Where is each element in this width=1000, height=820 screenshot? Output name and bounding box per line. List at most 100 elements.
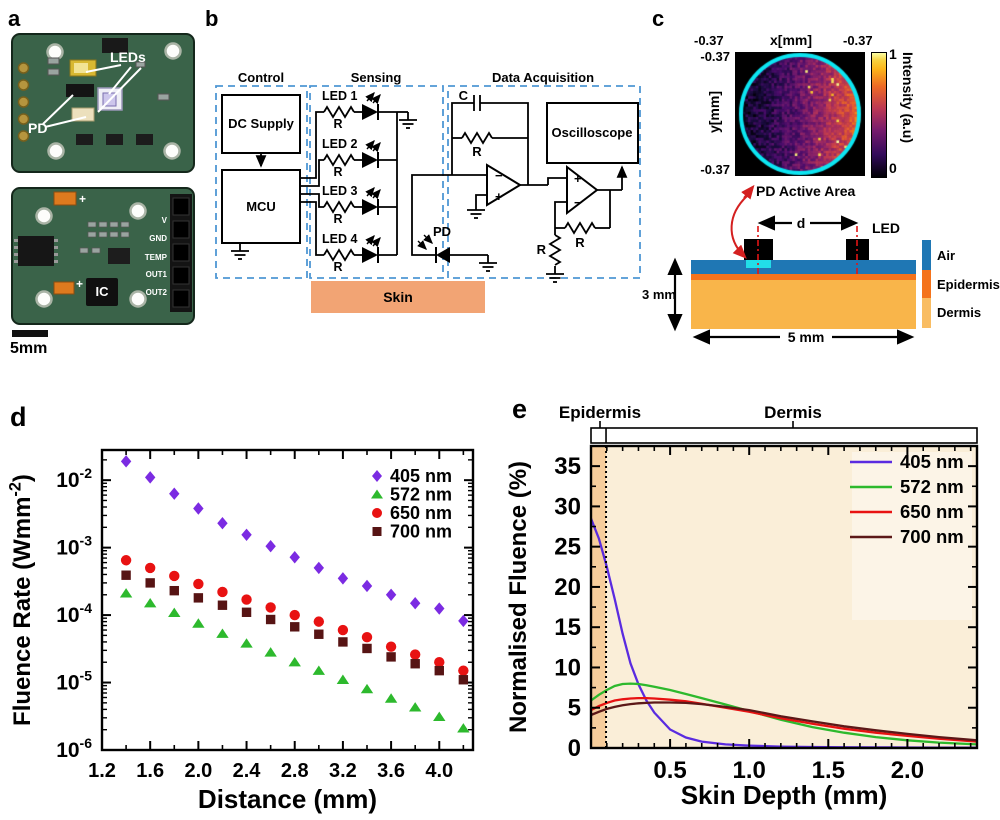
mounting-hole [131, 292, 146, 307]
svg-text:35: 35 [554, 453, 581, 480]
mounting-hole [131, 204, 146, 219]
svg-text:e: e [512, 394, 527, 424]
epidermis-legend-swatch [922, 270, 931, 298]
photodiode-chip [66, 84, 94, 97]
ground-icon [546, 266, 564, 282]
mounting-hole [165, 144, 180, 159]
svg-text:Epidermis: Epidermis [559, 403, 641, 422]
dermis-legend-swatch [922, 298, 931, 328]
passive [48, 69, 59, 75]
mounting-hole [37, 209, 52, 224]
svg-text:650 nm: 650 nm [390, 503, 452, 523]
opamp1 [487, 165, 520, 205]
colorbar-max: 1 [889, 46, 897, 62]
svg-text:0: 0 [568, 735, 581, 762]
epidermis-legend-label: Epidermis [937, 277, 1000, 292]
transistor [76, 134, 93, 145]
colorbar [871, 52, 887, 178]
heatmap-yaxis-label: y[mm] [706, 85, 722, 139]
svg-text:2.8: 2.8 [281, 760, 309, 782]
r-label: R [537, 242, 547, 257]
svg-text:Normalised Fluence (%): Normalised Fluence (%) [505, 461, 532, 733]
led4-label: LED 4 [322, 232, 357, 246]
resistor [565, 223, 595, 233]
capacitor [54, 282, 74, 294]
soic-chip [18, 236, 54, 266]
svg-text:3.2: 3.2 [329, 760, 357, 782]
fluence-rate-chart: 1.21.62.02.42.83.23.64.010-210-310-410-5… [0, 398, 500, 820]
heatmap-ytick-top: -0.37 [684, 49, 730, 64]
panel-label-b: b [205, 6, 218, 32]
svg-text:15: 15 [554, 614, 581, 641]
heatmap-xtick-right: -0.37 [843, 33, 873, 48]
opamp2-plus: + [574, 171, 582, 186]
svg-text:Fluence Rate (Wmm-2): Fluence Rate (Wmm-2) [6, 474, 36, 726]
opamp2-minus: − [574, 195, 582, 210]
connector-slots [173, 198, 189, 307]
height-label: 3 mm [642, 287, 676, 302]
panel-label-c: c [652, 6, 664, 32]
svg-text:5: 5 [568, 695, 581, 722]
r-label: R [333, 260, 342, 274]
dermis-legend-label: Dermis [937, 305, 981, 320]
pd-label: PD [28, 120, 47, 136]
plus-mark: + [79, 192, 86, 206]
sensing-section-box [310, 86, 443, 278]
air-legend-label: Air [937, 248, 955, 263]
svg-text:OUT2: OUT2 [146, 288, 168, 297]
r-label: R [333, 165, 342, 179]
svg-text:Dermis: Dermis [764, 403, 822, 422]
air-legend-swatch [922, 240, 931, 270]
svg-text:1.6: 1.6 [136, 760, 164, 782]
svg-text:TEMP: TEMP [145, 253, 168, 262]
pcb-photo-bottom: + + IC V GND TEMP OUT1 [10, 186, 196, 326]
svg-text:V: V [162, 216, 168, 225]
svg-text:10: 10 [554, 654, 581, 681]
svg-text:405 nm: 405 nm [900, 451, 964, 472]
svg-text:572 nm: 572 nm [900, 476, 964, 497]
opamp1-minus: − [495, 168, 503, 183]
svg-text:10-3: 10-3 [56, 533, 92, 560]
svg-text:10-4: 10-4 [56, 600, 92, 627]
skin-model-diagram: d LED 3 mm 5 mm Air Epidermis Dermis [640, 200, 1000, 355]
ground-icon [399, 112, 417, 128]
colorbar-label: Intensity (a.u) [900, 52, 916, 176]
c-label: C [459, 88, 469, 103]
resistor [462, 133, 492, 143]
mounting-hole [49, 144, 64, 159]
leds-label: LEDs [110, 49, 146, 65]
svg-text:650 nm: 650 nm [900, 501, 964, 522]
oscilloscope-label: Oscilloscope [552, 125, 633, 140]
svg-text:10-6: 10-6 [56, 735, 92, 762]
svg-text:2.4: 2.4 [233, 760, 262, 782]
resistor [550, 235, 560, 265]
pcb-photo-top: LEDs PD [10, 32, 196, 174]
svg-text:4.0: 4.0 [425, 760, 453, 782]
scale-bar [12, 330, 48, 337]
mounting-hole [48, 45, 63, 60]
ground-icon [479, 255, 497, 271]
pd-active-area-label: PD Active Area [756, 183, 855, 199]
pd-intensity-heatmap [735, 52, 865, 176]
width-label: 5 mm [788, 329, 825, 345]
heatmap-xaxis-label: x[mm] [770, 32, 812, 48]
mcu-label: MCU [246, 199, 276, 214]
led2-label: LED 2 [322, 137, 357, 151]
r-label: R [333, 212, 342, 226]
svg-text:405 nm: 405 nm [390, 466, 452, 486]
led-label: LED [872, 220, 900, 236]
ic-label: IC [96, 284, 110, 299]
air-layer [691, 260, 916, 274]
section-label-daq: Data Acquisition [492, 70, 594, 85]
svg-text:Distance (mm): Distance (mm) [198, 784, 377, 814]
svg-text:OUT1: OUT1 [146, 270, 168, 279]
svg-text:10-2: 10-2 [56, 465, 92, 492]
dermis-layer [691, 280, 916, 329]
transistor [106, 134, 123, 145]
svg-text:700 nm: 700 nm [390, 522, 452, 542]
led3-label: LED 3 [322, 184, 357, 198]
passive [158, 94, 169, 100]
epidermis-layer [691, 274, 916, 280]
heatmap-xtick-left: -0.37 [694, 33, 724, 48]
